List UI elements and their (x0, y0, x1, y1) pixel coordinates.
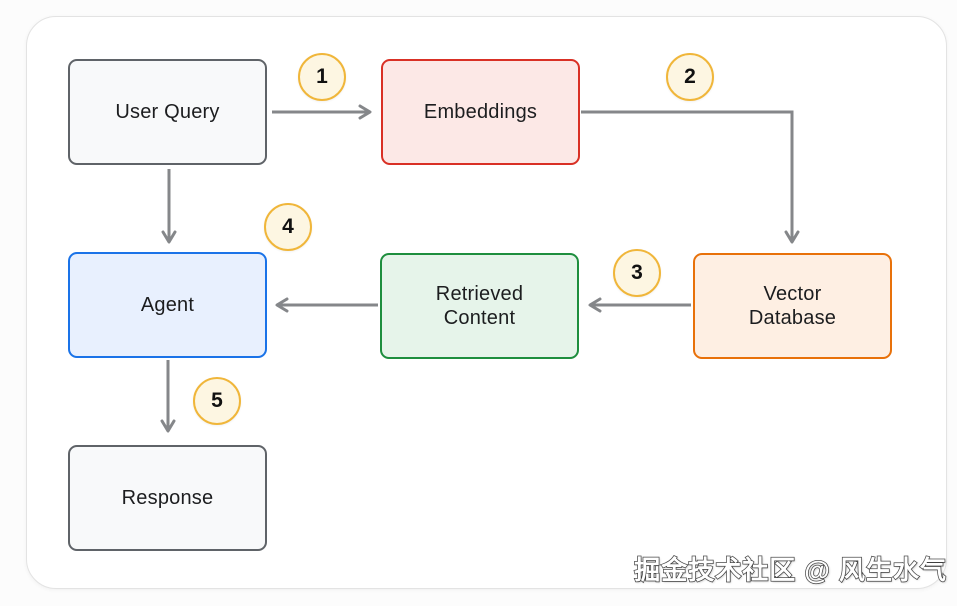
step-badge-4-number: 4 (282, 215, 294, 238)
step-badge-2-number: 2 (684, 65, 696, 88)
step-badge-3-number: 3 (631, 261, 643, 284)
step-badge-5-number: 5 (211, 389, 223, 412)
step-badge-2: 2 (666, 53, 714, 101)
node-response: Response (68, 445, 267, 551)
node-embeddings-label: Embeddings (423, 101, 538, 123)
node-agent-label: Agent (140, 294, 195, 316)
node-embeddings: Embeddings (381, 59, 580, 165)
node-vector-database: Vector Database (693, 253, 892, 359)
watermark-text: 掘金技术社区 @ 风生水气 (633, 554, 947, 586)
step-badge-3: 3 (613, 249, 661, 297)
node-agent: Agent (68, 252, 267, 358)
step-badge-5: 5 (193, 377, 241, 425)
step-badge-1: 1 (298, 53, 346, 101)
step-badge-4: 4 (264, 203, 312, 251)
node-response-label: Response (121, 487, 214, 509)
node-vector-database-label: Vector Database (748, 283, 837, 329)
node-retrieved-content-label: Retrieved Content (435, 283, 524, 329)
node-user-query: User Query (68, 59, 267, 165)
node-user-query-label: User Query (115, 101, 220, 123)
step-badge-1-number: 1 (316, 65, 328, 88)
node-retrieved-content: Retrieved Content (380, 253, 579, 359)
